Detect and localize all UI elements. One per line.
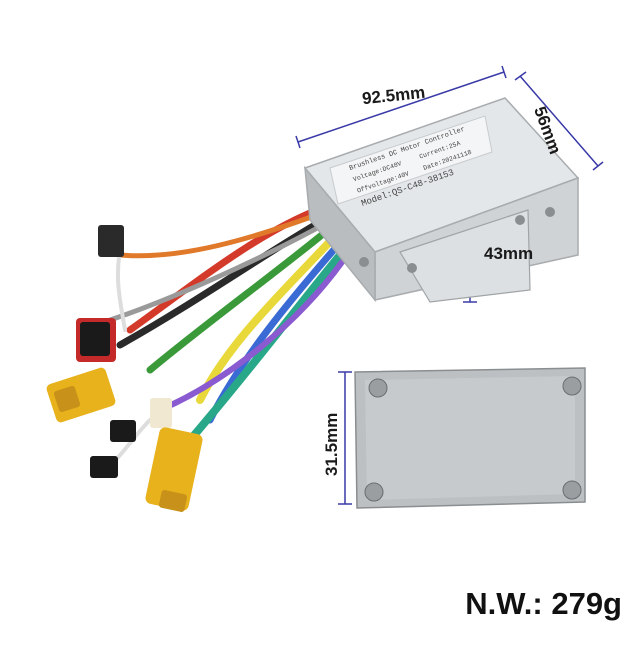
- net-weight: N.W.: 279g: [465, 586, 622, 621]
- dimension-height: 43mm: [484, 244, 534, 263]
- controller-housing: [303, 97, 580, 303]
- wire-bundle: [103, 201, 345, 470]
- base-plate: [354, 367, 586, 509]
- power-connectors: [46, 367, 203, 512]
- dimension-plate-height: 31.5mm: [322, 412, 341, 476]
- signal-connectors: [76, 225, 172, 478]
